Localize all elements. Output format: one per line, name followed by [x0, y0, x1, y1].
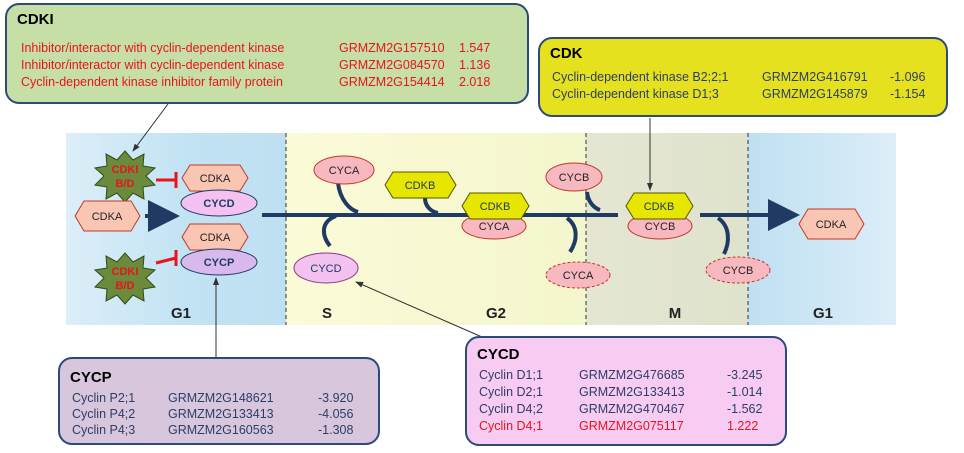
- cdki-star-top-label: B/D: [116, 178, 135, 190]
- binding-arrow: [423, 197, 439, 215]
- gene-id: GRMZM2G416791: [762, 70, 868, 84]
- cdk-info-box: CDK Cyclin-dependent kinase B2;2;1 GRMZM…: [538, 37, 948, 117]
- cycb-label: CYCB: [559, 172, 590, 184]
- fold-change: -1.096: [890, 70, 926, 84]
- cyca-node: [313, 155, 375, 185]
- release-arrow: [322, 214, 337, 248]
- fold-change: -1.014: [727, 385, 763, 399]
- fold-change: -3.920: [318, 391, 354, 405]
- cycb-degraded-node: [705, 256, 771, 284]
- cycd-node: [180, 189, 258, 217]
- cycp-label: CYCP: [204, 257, 235, 269]
- gene-id: GRMZM2G160563: [168, 423, 274, 437]
- cdkb-label: CDKB: [644, 201, 675, 213]
- callout-pointer: [132, 103, 169, 152]
- cyca-degraded-node: [545, 261, 611, 289]
- cdka-output-node: [798, 208, 865, 240]
- cdkb-node: [461, 192, 530, 220]
- gene-id: GRMZM2G133413: [579, 385, 685, 399]
- fold-change: -1.308: [318, 423, 354, 437]
- cyca-label: CYCA: [329, 165, 360, 177]
- gene-id: GRMZM2G148621: [168, 391, 274, 405]
- cdki-star-top-label: CDKI: [112, 164, 139, 176]
- gene-id: GRMZM2G470467: [579, 402, 685, 416]
- gene-id: GRMZM2G133413: [168, 407, 274, 421]
- fold-change: 1.222: [727, 419, 759, 433]
- cyca-label: CYCA: [563, 270, 594, 282]
- fold-change: 1.136: [459, 58, 491, 72]
- gene-id: GRMZM2G075117: [579, 419, 684, 433]
- binding-arrow: [336, 182, 359, 214]
- cycd-node: [293, 252, 359, 284]
- cdk-box-title: CDK: [550, 45, 583, 62]
- gene-description: Cyclin D1;1: [479, 368, 543, 382]
- gene-id: GRMZM2G145879: [762, 87, 868, 101]
- gene-id: GRMZM2G154414: [339, 75, 445, 89]
- phase-label-g2: G2: [486, 305, 506, 322]
- fold-change: -4.056: [318, 407, 354, 421]
- gene-description: Cyclin-dependent kinase B2;2;1: [552, 70, 729, 84]
- phase-label-s: S: [322, 305, 332, 322]
- gene-id: GRMZM2G084570: [339, 58, 445, 72]
- gene-id: GRMZM2G157510: [339, 41, 445, 55]
- cdkb-node: [625, 192, 694, 220]
- phase-label-g1: G1: [171, 305, 191, 322]
- callout-pointer: [355, 281, 483, 338]
- cdki-star-bottom: [93, 252, 157, 305]
- phase-label-g1: G1: [813, 305, 833, 322]
- fold-change: -3.245: [727, 368, 763, 382]
- gene-description: Cyclin P4;3: [72, 423, 136, 437]
- gene-description: Cyclin P2;1: [72, 391, 136, 405]
- gene-description: Cyclin D4;1: [479, 419, 543, 433]
- fold-change: -1.154: [890, 87, 926, 101]
- release-arrow: [565, 216, 578, 254]
- cdkb-label: CDKB: [480, 201, 511, 213]
- binding-arrow: [585, 191, 601, 212]
- gene-description: Cyclin D2;1: [479, 385, 543, 399]
- cycd-label: CYCD: [310, 263, 341, 275]
- cdki-star-bottom-label: B/D: [116, 280, 135, 292]
- cdka-input-node: [74, 200, 141, 232]
- phase-label-m: M: [669, 305, 682, 322]
- cdkb-label: CDKB: [405, 180, 436, 192]
- gene-description: Inhibitor/interactor with cyclin-depende…: [21, 41, 285, 55]
- cdka-label: CDKA: [200, 173, 231, 185]
- cycb-node: [545, 162, 603, 192]
- cycb-label: CYCB: [723, 265, 754, 277]
- cdki-info-box: CDKI Inhibitor/interactor with cyclin-de…: [5, 3, 529, 104]
- gene-description: Cyclin-dependent kinase inhibitor family…: [21, 75, 283, 89]
- inhibition-line: [155, 256, 177, 265]
- fold-change: 2.018: [459, 75, 491, 89]
- cdki-star-bottom-label: CDKI: [112, 266, 139, 278]
- cycp-box-title: CYCP: [70, 369, 112, 386]
- cycd-box-title: CYCD: [477, 346, 520, 363]
- gene-description: Inhibitor/interactor with cyclin-depende…: [21, 58, 285, 72]
- cyca-label: CYCA: [479, 221, 510, 233]
- release-arrow: [716, 216, 730, 255]
- cdka-node: [181, 164, 249, 192]
- cycp-info-box: CYCP Cyclin P2;1 GRMZM2G148621 -3.920 Cy…: [58, 357, 380, 445]
- cdka-node: [181, 223, 249, 251]
- gene-description: Cyclin D4;2: [479, 402, 543, 416]
- cdki-box-title: CDKI: [17, 11, 54, 28]
- fold-change: -1.562: [727, 402, 763, 416]
- cycd-info-box: CYCD Cyclin D1;1 GRMZM2G476685 -3.245 Cy…: [465, 336, 787, 446]
- cdka-output-label: CDKA: [816, 219, 847, 231]
- cdkb-node: [384, 171, 457, 199]
- cdka-input-label: CDKA: [92, 211, 123, 223]
- fold-change: 1.547: [459, 41, 491, 55]
- cdka-label: CDKA: [200, 232, 231, 244]
- cycb-label: CYCB: [645, 221, 676, 233]
- gene-description: Cyclin-dependent kinase D1;3: [552, 87, 719, 101]
- gene-description: Cyclin P4;2: [72, 407, 136, 421]
- cycp-node: [180, 248, 258, 276]
- gene-id: GRMZM2G476685: [579, 368, 685, 382]
- cycd-label: CYCD: [203, 198, 234, 210]
